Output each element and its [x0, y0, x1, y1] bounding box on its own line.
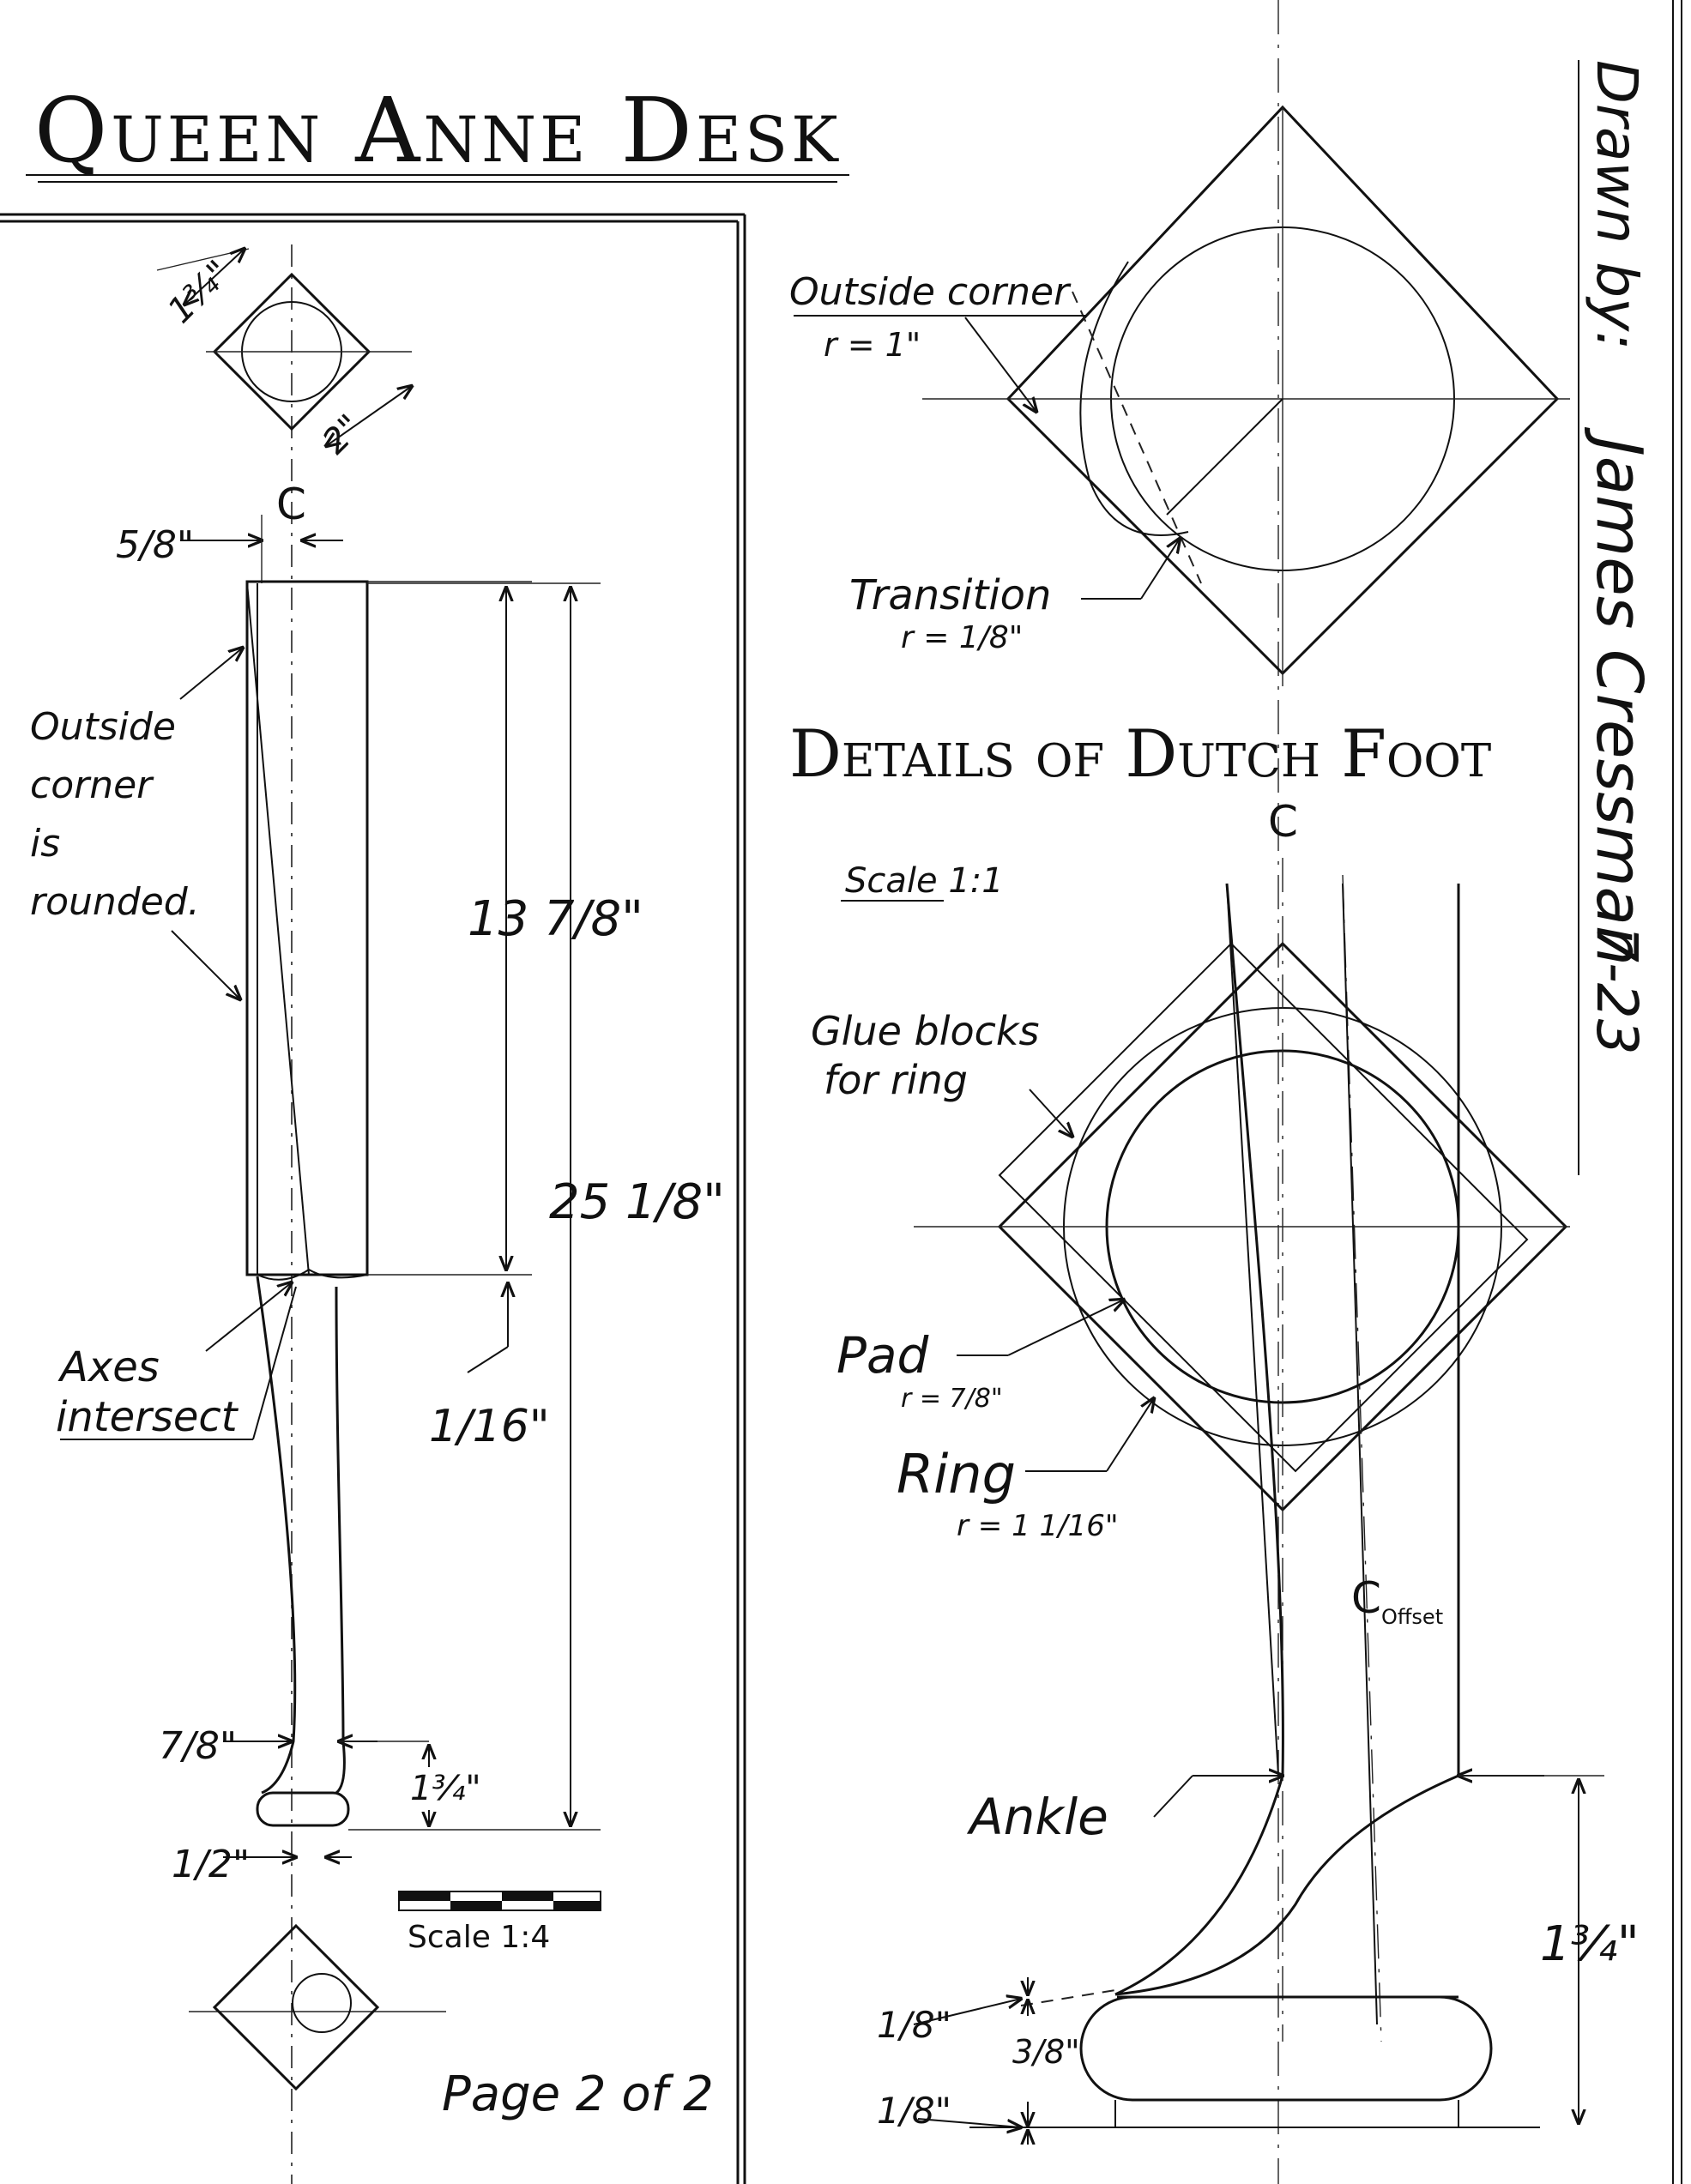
label-pad-r: r = 7/8" — [901, 1384, 1003, 1414]
subtitle: Details of Dutch Foot — [789, 715, 1491, 792]
label-transition: Transition — [849, 571, 1051, 619]
dim-foot-height: 1¾" — [410, 1769, 481, 1808]
label-ring: Ring — [897, 1443, 1016, 1505]
leg-bottom-section — [189, 1923, 446, 2091]
foot-elevation — [969, 883, 1540, 2128]
dim-gap: 1/16" — [429, 1401, 550, 1452]
foot-bottom-plan — [914, 858, 1570, 2042]
leg-elevation-view: C 1¾" 2" 5/8" Outside corner — [30, 244, 725, 2184]
dim-top-side: 2" — [315, 407, 370, 462]
dim-foot-height-right: 1¾" — [1540, 1916, 1640, 1972]
right-centerline-label: C — [1268, 797, 1298, 847]
foot-top-plan — [922, 105, 1570, 686]
label-glue-blocks-2: for ring — [824, 1057, 968, 1103]
label-transition-r: r = 1/8" — [901, 620, 1023, 655]
drawn-by-label: Drawn by: — [1584, 60, 1650, 350]
page-number: Page 2 of 2 — [442, 2066, 714, 2122]
dim-overall-length: 25 1/8" — [549, 1174, 725, 1230]
label-outside-corner: Outside corner — [789, 270, 1072, 314]
drawn-by-name: James Cressman — [1582, 426, 1656, 966]
label-pad: Pad — [836, 1326, 930, 1385]
dim-pad-height: 3/8" — [1012, 2033, 1080, 2071]
dutch-foot-detail-view: Outside corner r = 1" Transition r = 1/8… — [789, 105, 1640, 2145]
leg-body — [245, 580, 369, 1827]
note-outside-corner-3: is — [30, 822, 60, 866]
note-axes-1: Axes — [57, 1343, 160, 1391]
dim-offset: 5/8" — [116, 523, 194, 567]
dim-ankle-width: 7/8" — [159, 1724, 237, 1768]
label-ring-r: r = 1 1/16" — [957, 1509, 1119, 1543]
scale-bar — [398, 1891, 601, 1911]
offset-centerline-sub: Offset — [1381, 1605, 1443, 1629]
label-glue-blocks-1: Glue blocks — [811, 1008, 1040, 1054]
note-outside-corner-4: rounded. — [30, 880, 200, 924]
note-outside-corner-2: corner — [30, 763, 154, 807]
left-scale-label: Scale 1:4 — [408, 1920, 550, 1955]
title-block: Queen Anne Desk — [26, 78, 849, 183]
dim-bottom-gap: 1/8" — [877, 2090, 951, 2132]
page-title: Queen Anne Desk — [34, 78, 842, 183]
leg-centerline-label: C — [276, 480, 306, 529]
note-axes-2: intersect — [56, 1393, 239, 1441]
note-outside-corner-1: Outside — [30, 705, 176, 749]
dim-pad-width: 1/2" — [172, 1843, 250, 1886]
label-ankle: Ankle — [966, 1788, 1108, 1846]
dim-upper-length: 13 7/8" — [468, 891, 643, 947]
right-scale-label: Scale 1:1 — [845, 861, 1004, 901]
label-outside-corner-r: r = 1" — [824, 326, 921, 364]
drawn-by-date: 7-23 — [1584, 926, 1650, 1055]
drawn-by-block: Drawn by: James Cressman 7-23 — [1578, 60, 1656, 1175]
offset-centerline-label: C — [1351, 1573, 1381, 1623]
leg-top-section — [156, 249, 412, 446]
